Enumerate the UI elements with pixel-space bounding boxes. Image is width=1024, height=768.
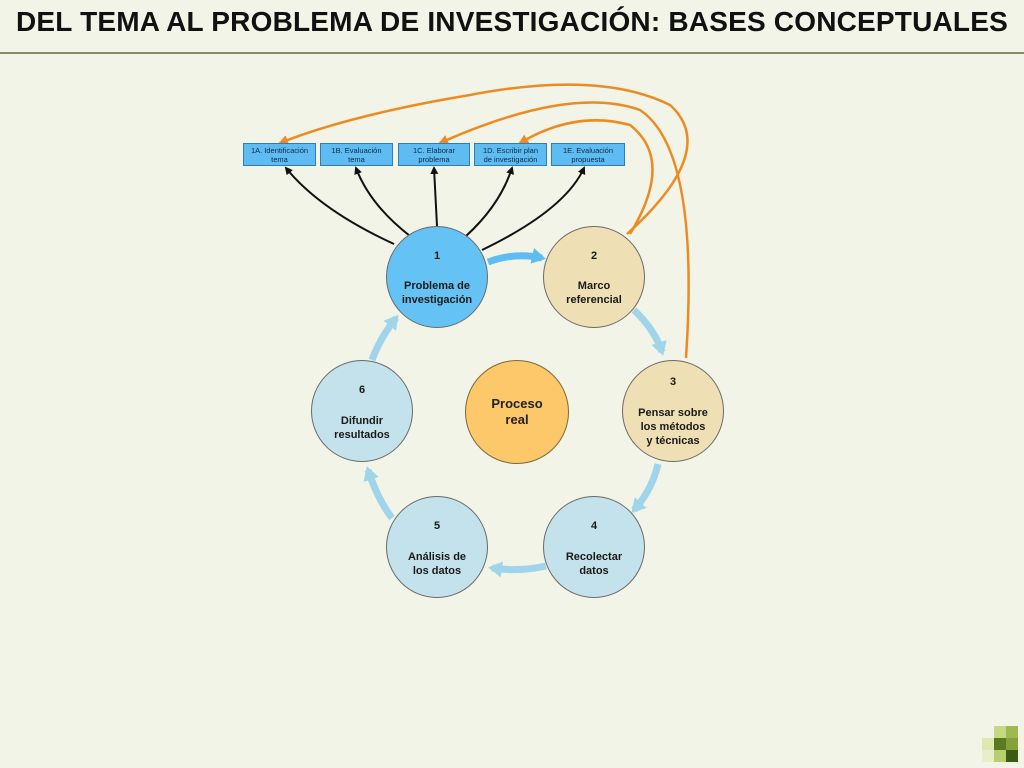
cycle-arrow-2-3 [631,307,667,356]
node-5-analisis: 5 Análisis de los datos [386,496,488,598]
center-proceso-real: Proceso real [465,360,569,464]
branch-arrow-1c [430,166,439,227]
title-divider [0,52,1024,54]
node-label: Pensar sobre los métodos y técnicas [638,407,708,447]
feedback-arrow-3-to-1c [438,101,690,359]
node-1-problema: 1 Problema de investigación [386,226,488,328]
node-label: Difundir resultados [334,415,390,441]
branch-arrow-1b [354,166,411,237]
node-label: Marco referencial [566,280,622,306]
node-label: Análisis de los datos [407,551,467,577]
node-number: 2 [590,250,598,262]
node-6-difundir: 6 Difundir resultados [311,360,413,462]
node-2-marco: 2 Marco referencial [543,226,645,328]
cycle-arrow-3-4 [631,463,662,513]
node-label: Recolectar datos [565,551,623,577]
node-number: 3 [669,376,677,388]
node-3-metodos: 3 Pensar sobre los métodos y técnicas [622,360,724,462]
node-number: 6 [358,384,366,396]
feedback-arrow-2-to-1a [278,83,689,235]
logo-icon [980,726,1020,762]
cycle-arrow-1-2 [486,248,546,266]
node-number: 4 [590,520,598,532]
branch-arrow-1d [465,166,514,237]
node-4-recolectar: 4 Recolectar datos [543,496,645,598]
node-number: 1 [433,250,441,262]
branch-arrow-1e [481,166,586,251]
box-1e-evaluacion-propuesta: 1E. Evaluación propuesta [551,143,625,166]
cycle-arrow-6-1 [368,314,399,362]
box-1b-evaluacion-tema: 1B. Evaluación tema [320,143,393,166]
node-label: Problema de investigación [401,280,473,306]
box-1c-elaborar-problema: 1C. Elaborar problema [398,143,470,166]
node-number: 5 [433,520,441,532]
center-label: Proceso real [491,396,543,427]
box-1d-escribir-plan: 1D. Escribir plan de investigación [474,143,547,166]
cycle-arrow-4-5 [488,561,547,578]
branch-arrow-1a [284,166,395,245]
box-1a-identificacion-tema: 1A. Identificación tema [243,143,316,166]
page-title: DEL TEMA AL PROBLEMA DE INVESTIGACIÓN: B… [16,6,1008,37]
cycle-arrow-5-6 [363,466,395,521]
feedback-arrow-1d-to-2 [518,119,654,235]
